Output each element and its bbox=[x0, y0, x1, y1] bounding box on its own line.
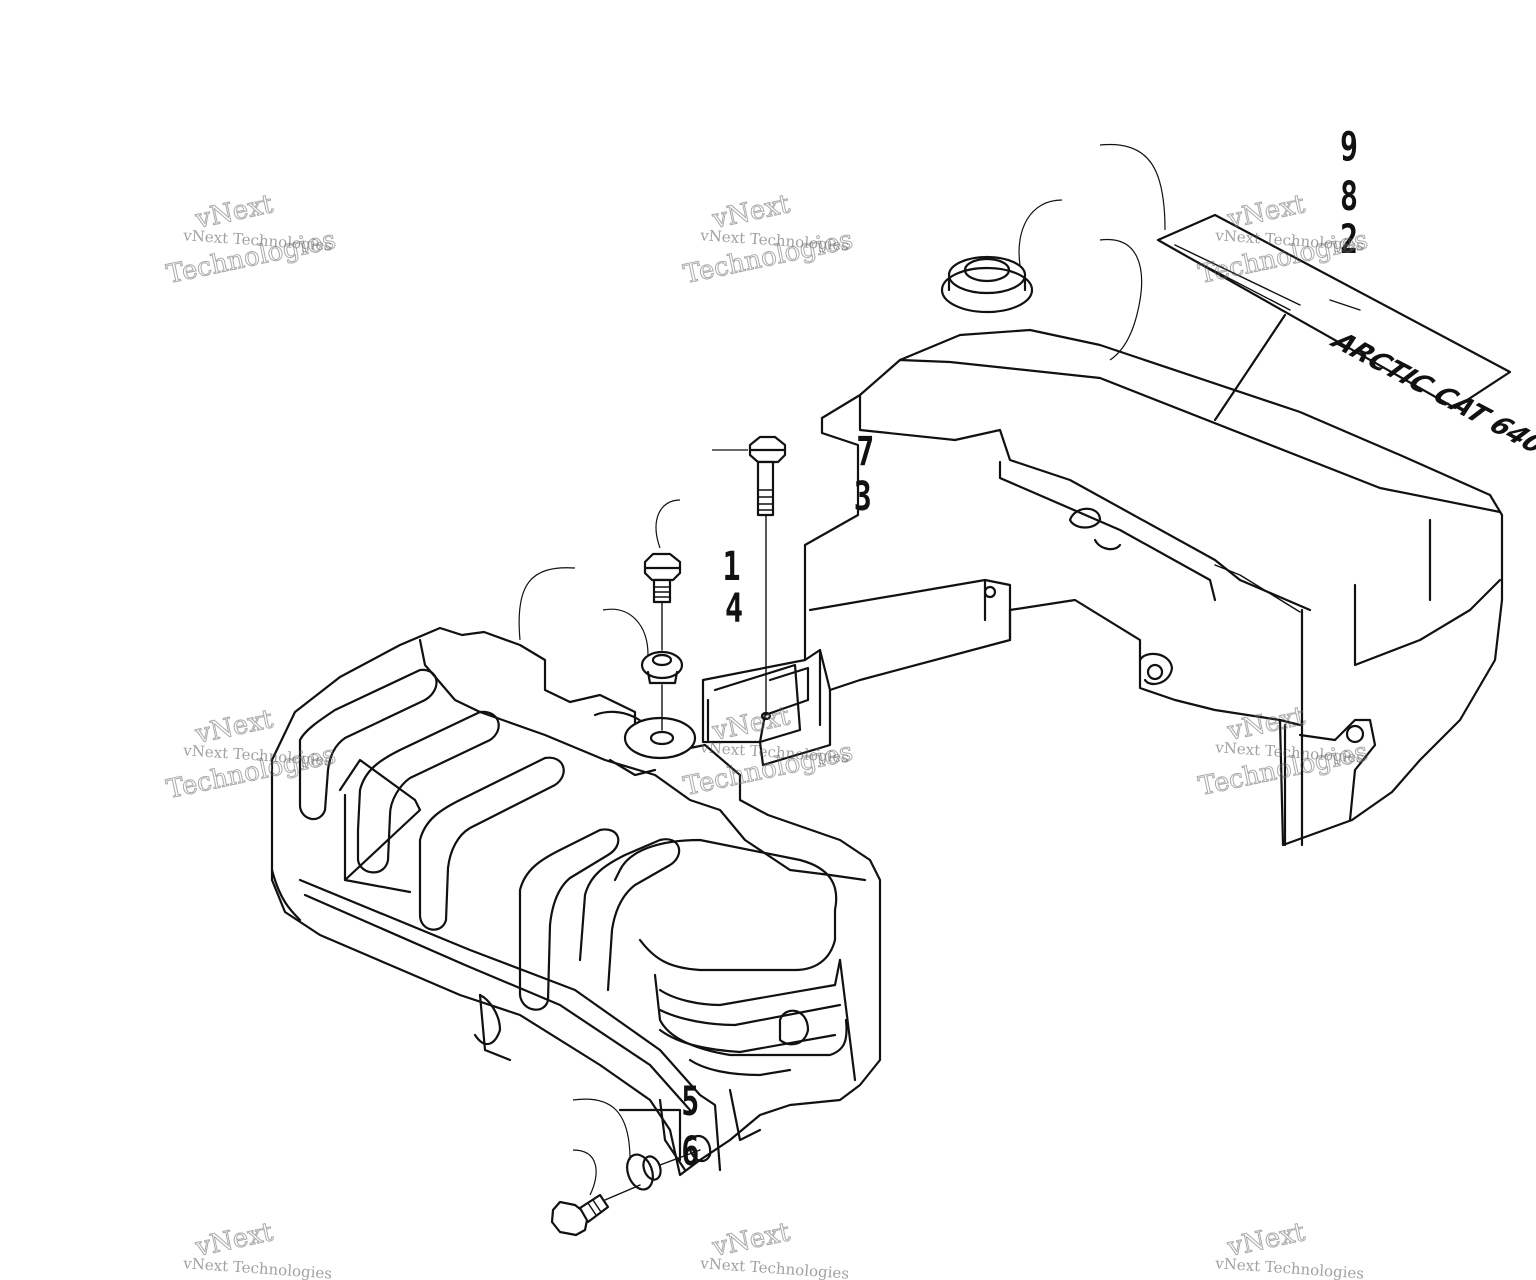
watermark: vNext Technologies vNext Technologies bbox=[680, 189, 856, 291]
grommet-part-8 bbox=[940, 255, 1034, 314]
callout-7: 7 bbox=[856, 429, 874, 475]
watermarks: vNext Technologies vNext Technologies vN… bbox=[163, 189, 1371, 1280]
svg-text:vNext: vNext bbox=[709, 1217, 793, 1263]
svg-text:vNext: vNext bbox=[1224, 1217, 1308, 1263]
bolt-part-3 bbox=[643, 552, 682, 651]
callout-6: 6 bbox=[681, 1129, 699, 1175]
svg-text:vNext: vNext bbox=[709, 189, 793, 235]
callouts: 1 2 3 4 5 6 7 8 9 bbox=[518, 124, 1358, 1196]
bolt-part-7 bbox=[748, 435, 787, 721]
washer-part-4 bbox=[640, 650, 684, 731]
svg-text:vNext: vNext bbox=[192, 189, 276, 235]
callout-9: 9 bbox=[1340, 124, 1358, 170]
callout-5: 5 bbox=[681, 1079, 699, 1125]
svg-text:vNext: vNext bbox=[192, 1217, 276, 1263]
callout-3: 3 bbox=[854, 474, 872, 520]
svg-text:vNext: vNext bbox=[1224, 189, 1308, 235]
callout-4: 4 bbox=[725, 586, 743, 632]
front-cover-part-1 bbox=[270, 626, 882, 1177]
callout-2: 2 bbox=[1340, 217, 1358, 263]
washer-part-5 bbox=[626, 1149, 701, 1191]
callout-1: 1 bbox=[723, 544, 741, 590]
watermark: vNext Technologies vNext bbox=[699, 1217, 850, 1280]
watermark: vNext Technologies vNext bbox=[182, 1217, 333, 1280]
svg-text:vNext: vNext bbox=[192, 704, 276, 750]
rear-cover-part-2 bbox=[701, 328, 1504, 847]
bolt-part-6 bbox=[550, 1184, 641, 1237]
watermark: vNext Technologies vNext bbox=[1214, 1217, 1365, 1280]
watermark: vNext Technologies vNext Technologies bbox=[163, 189, 339, 291]
callout-8: 8 bbox=[1340, 174, 1358, 220]
